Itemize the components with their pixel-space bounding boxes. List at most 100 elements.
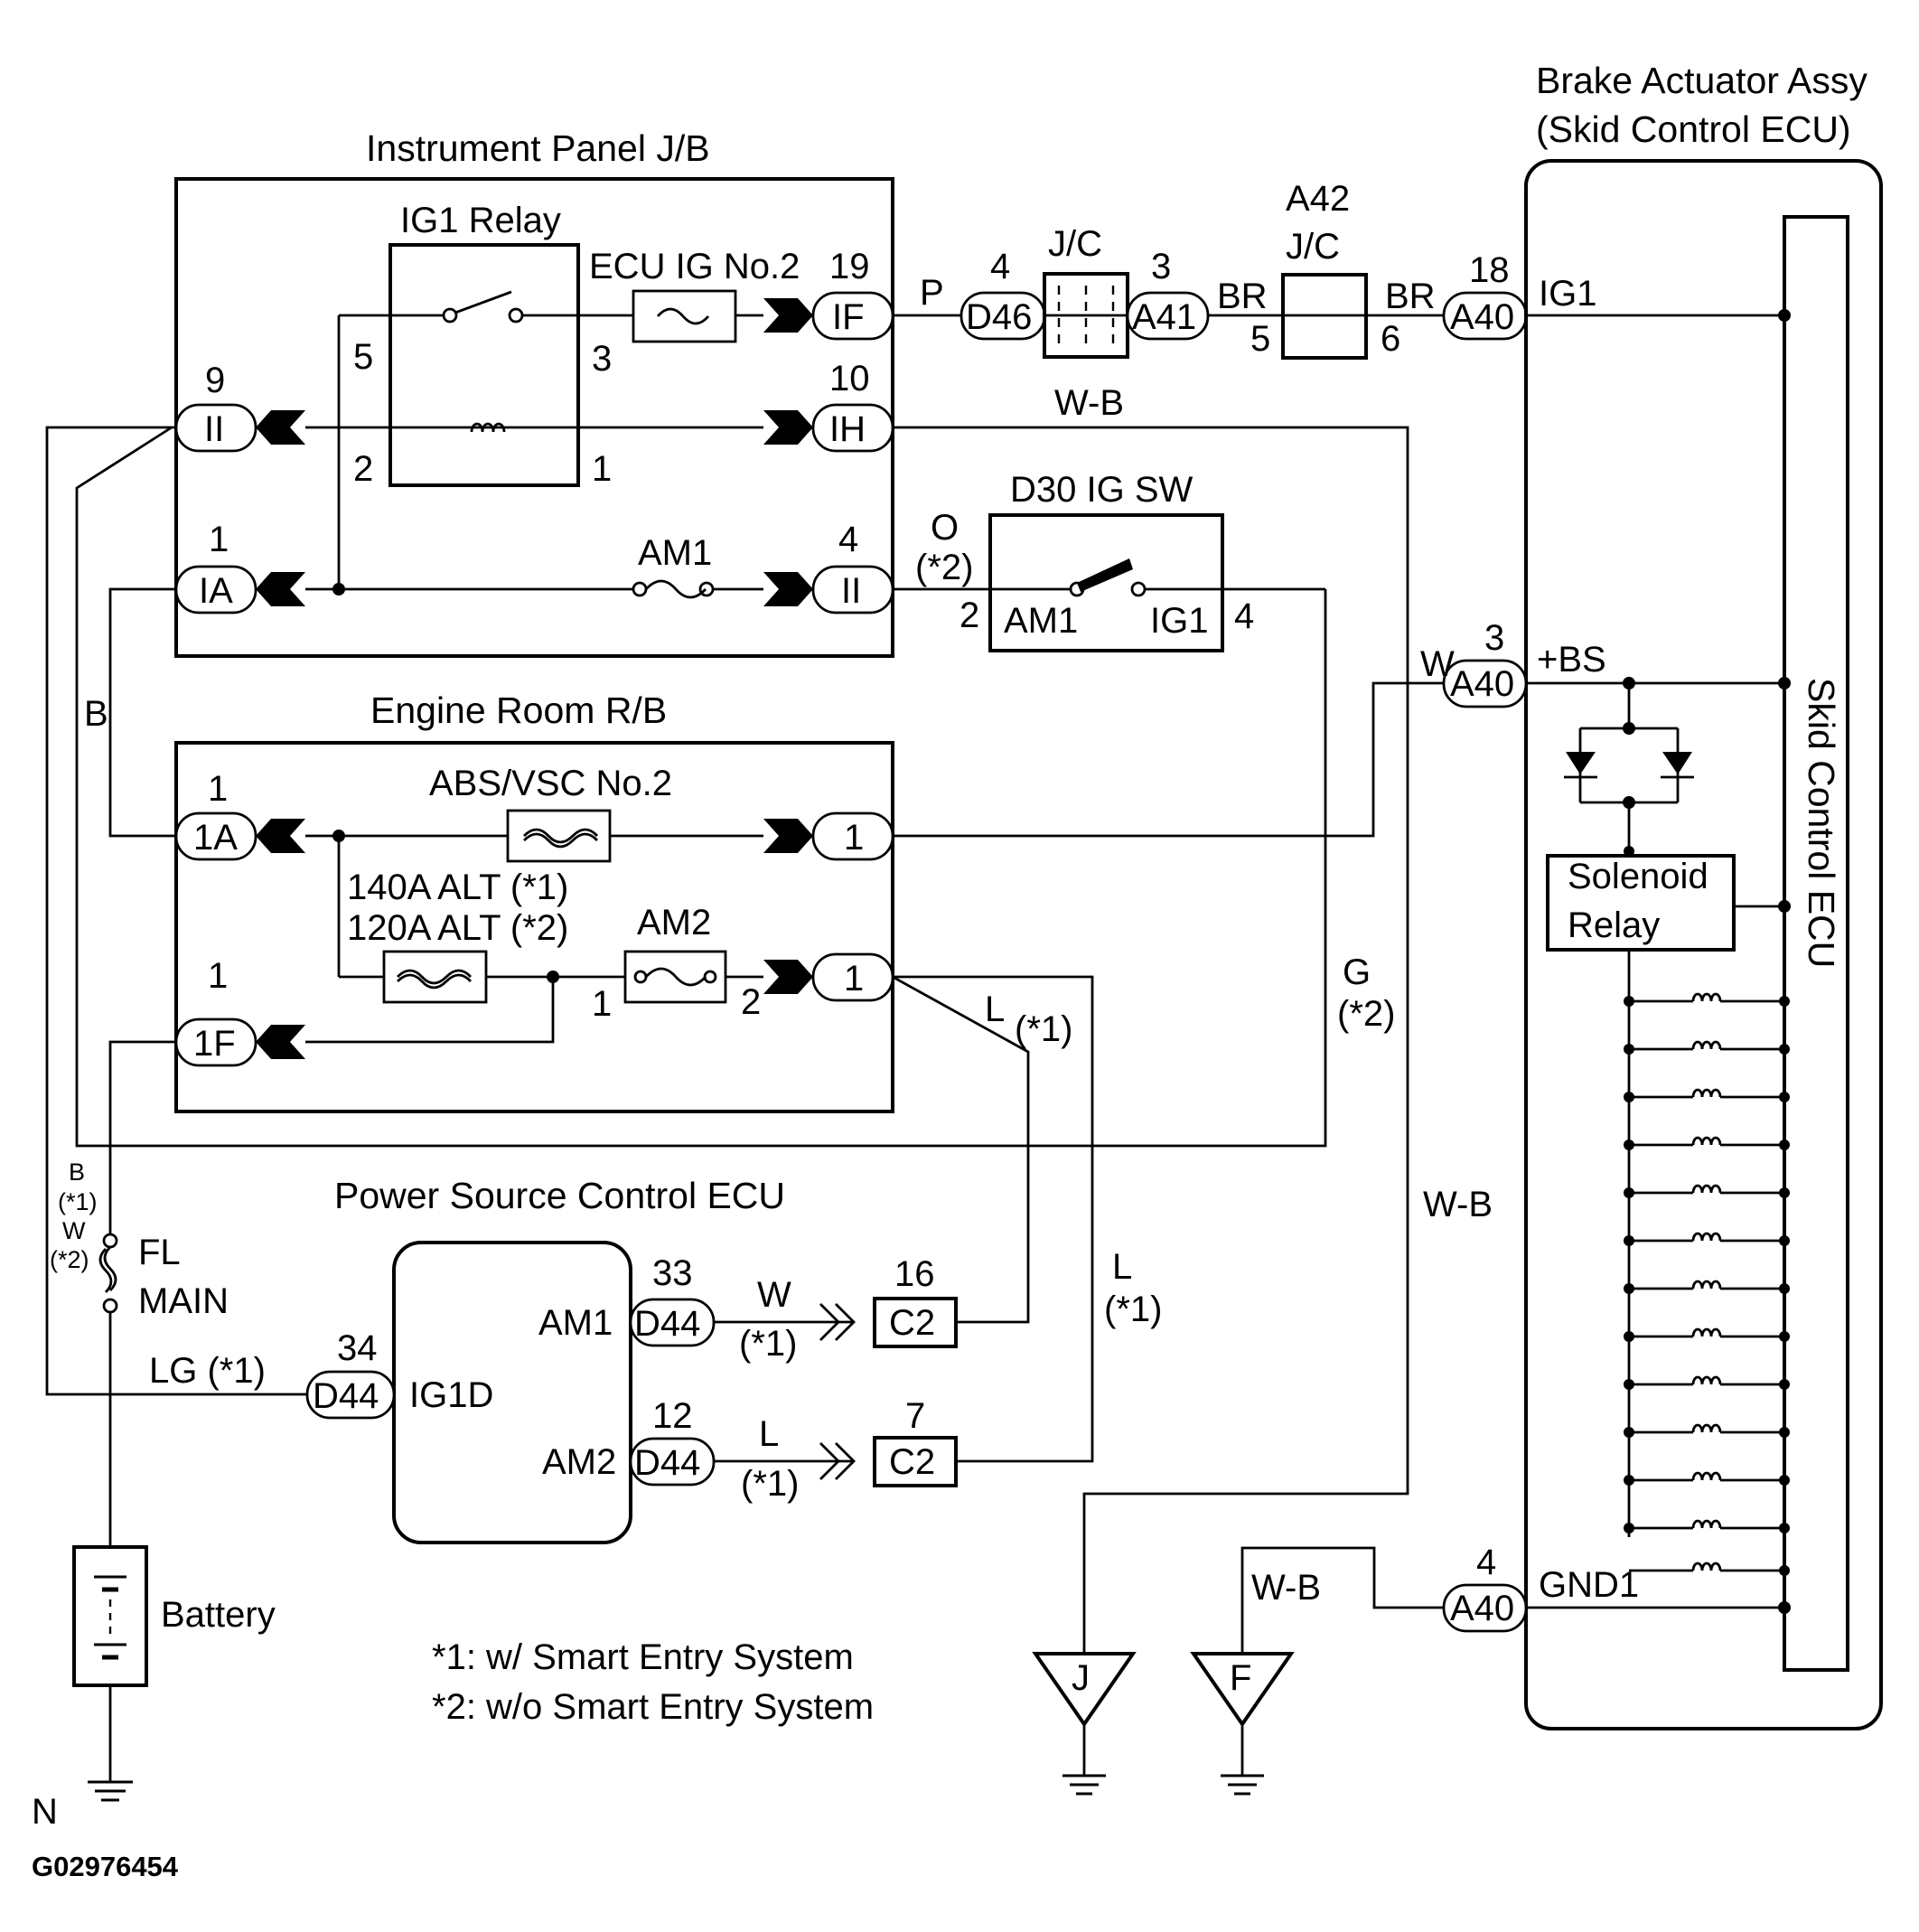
- pin-label: 2: [960, 596, 979, 635]
- solenoid-coil-icon: [1691, 1088, 1722, 1098]
- ig1-relay-label: IG1 Relay: [400, 201, 561, 240]
- junction-dot: [1778, 900, 1791, 913]
- pin-label: 1: [208, 956, 228, 996]
- diode-icon: [1662, 752, 1692, 774]
- fl-label: FL: [138, 1233, 181, 1272]
- connector-label: 1: [844, 959, 864, 999]
- pin-label: 34: [337, 1328, 378, 1368]
- relay-coil-icon: [470, 422, 506, 433]
- connector-label: IH: [829, 409, 866, 449]
- junction-dot: [1779, 1565, 1790, 1576]
- junction-dot: [1624, 1187, 1634, 1198]
- pin-label: 4: [1476, 1543, 1496, 1582]
- junction-dot: [1624, 1092, 1634, 1102]
- connector-c2-7: [873, 1436, 958, 1487]
- connector-arrow-icon: [256, 1025, 305, 1059]
- connector-label: 1: [844, 818, 864, 858]
- pin-label: 7: [905, 1396, 925, 1436]
- ig1-relay-box: [388, 243, 580, 487]
- fusible-link-icon: [397, 973, 473, 989]
- power-source-ecu-title: Power Source Control ECU: [334, 1175, 785, 1216]
- am2-fuse-icon: [644, 967, 707, 987]
- junction-dot: [1779, 1140, 1790, 1150]
- solenoid-coils: [1624, 950, 1790, 1576]
- connector-d44-lg: [305, 1370, 396, 1420]
- junction-dot: [1779, 1283, 1790, 1294]
- junction-dot: [1624, 1427, 1634, 1438]
- junction-dot: [1624, 996, 1634, 1007]
- junction-dot: [1624, 1235, 1634, 1246]
- ps-am1-label: AM1: [538, 1303, 613, 1343]
- diode-icon: [1566, 752, 1596, 774]
- connector-label: A41: [1132, 297, 1196, 337]
- wire-note: (*1): [1015, 1009, 1072, 1049]
- wire: [893, 681, 1444, 838]
- connector-label: IF: [832, 297, 865, 337]
- junction-dot: [1779, 1523, 1790, 1533]
- connector-arrow-icon: [763, 819, 813, 853]
- connector-chevron-icon: [835, 1303, 856, 1341]
- wire-color: L: [1112, 1247, 1132, 1287]
- junction-dot: [1778, 309, 1791, 322]
- connector-arrow-icon: [763, 572, 813, 606]
- pin-label: 6: [1381, 319, 1400, 359]
- pin-label: 10: [829, 359, 870, 399]
- brake-actuator-title-line2: (Skid Control ECU): [1536, 108, 1851, 150]
- connector-arrow-icon: [763, 298, 813, 333]
- junction-dot: [1624, 1523, 1634, 1533]
- abs-vsc-fuse: [506, 809, 612, 863]
- pin-label: 9: [205, 361, 225, 400]
- pin-label: 1: [592, 984, 612, 1024]
- connector-a40-gnd: [1442, 1583, 1528, 1633]
- junction-dot: [1779, 1044, 1790, 1055]
- solenoid-coil-icon: [1691, 992, 1722, 1002]
- connector-label: D46: [966, 297, 1032, 337]
- connector-arrow-icon: [763, 960, 813, 994]
- d30-ig-sw-box: [988, 513, 1224, 652]
- brake-actuator-title-line1: Brake Actuator Assy: [1536, 60, 1868, 101]
- wire: [893, 975, 1094, 1463]
- solenoid-label-1: Solenoid: [1568, 857, 1708, 896]
- junction-dot: [1624, 1140, 1634, 1150]
- wire-color: P: [920, 273, 944, 313]
- pin-label: 2: [741, 982, 761, 1022]
- fl-main-fuse-icon: [103, 1246, 117, 1291]
- footer-code: G02976454: [32, 1851, 179, 1882]
- battery-label: Battery: [161, 1595, 276, 1635]
- connector-arrow-icon: [256, 410, 305, 445]
- wire-color: W: [62, 1217, 86, 1244]
- solenoid-coil-icon: [1691, 1232, 1722, 1242]
- switch-ig1-label: IG1: [1150, 601, 1208, 641]
- ecu-ig-no2-label: ECU IG No.2: [589, 247, 800, 286]
- am1-fuse-icon: [644, 579, 707, 599]
- wire-color: L: [759, 1414, 779, 1454]
- main-label: MAIN: [138, 1281, 229, 1321]
- ground-icon: [1221, 1774, 1264, 1796]
- junction-dot: [1779, 1235, 1790, 1246]
- connector-chevron-icon: [819, 1442, 840, 1480]
- wire-note: (*2): [1337, 994, 1395, 1034]
- pin-label: 2: [353, 449, 373, 489]
- wire-note: (*1): [741, 1464, 799, 1504]
- connector-label: II: [841, 571, 861, 611]
- pin-label: 16: [894, 1254, 935, 1294]
- solenoid-coil-icon: [1691, 1471, 1722, 1481]
- junction-dot: [1624, 1475, 1634, 1486]
- wire-note: (*2): [50, 1246, 89, 1273]
- am1-fuse-label: AM1: [638, 533, 712, 573]
- wire-note: (*1): [739, 1324, 797, 1364]
- wire-color: O: [931, 508, 959, 548]
- solenoid-coil-icon: [1691, 1280, 1722, 1290]
- wire-color: B: [84, 694, 108, 734]
- engine-room-rb-title: Engine Room R/B: [370, 689, 667, 731]
- wire: [108, 1040, 176, 1235]
- connector-label: A40: [1450, 297, 1514, 337]
- solenoid-coil-icon: [1691, 1423, 1722, 1433]
- a42-label: A42: [1286, 179, 1350, 219]
- instrument-panel-jb-title: Instrument Panel J/B: [366, 127, 710, 169]
- solenoid-coil-icon: [1691, 1519, 1722, 1529]
- pin-label: 1: [592, 449, 612, 489]
- ground-icon: [88, 1780, 133, 1802]
- junction-dot: [1624, 1331, 1634, 1342]
- engine-room-rb-box: [174, 741, 894, 1113]
